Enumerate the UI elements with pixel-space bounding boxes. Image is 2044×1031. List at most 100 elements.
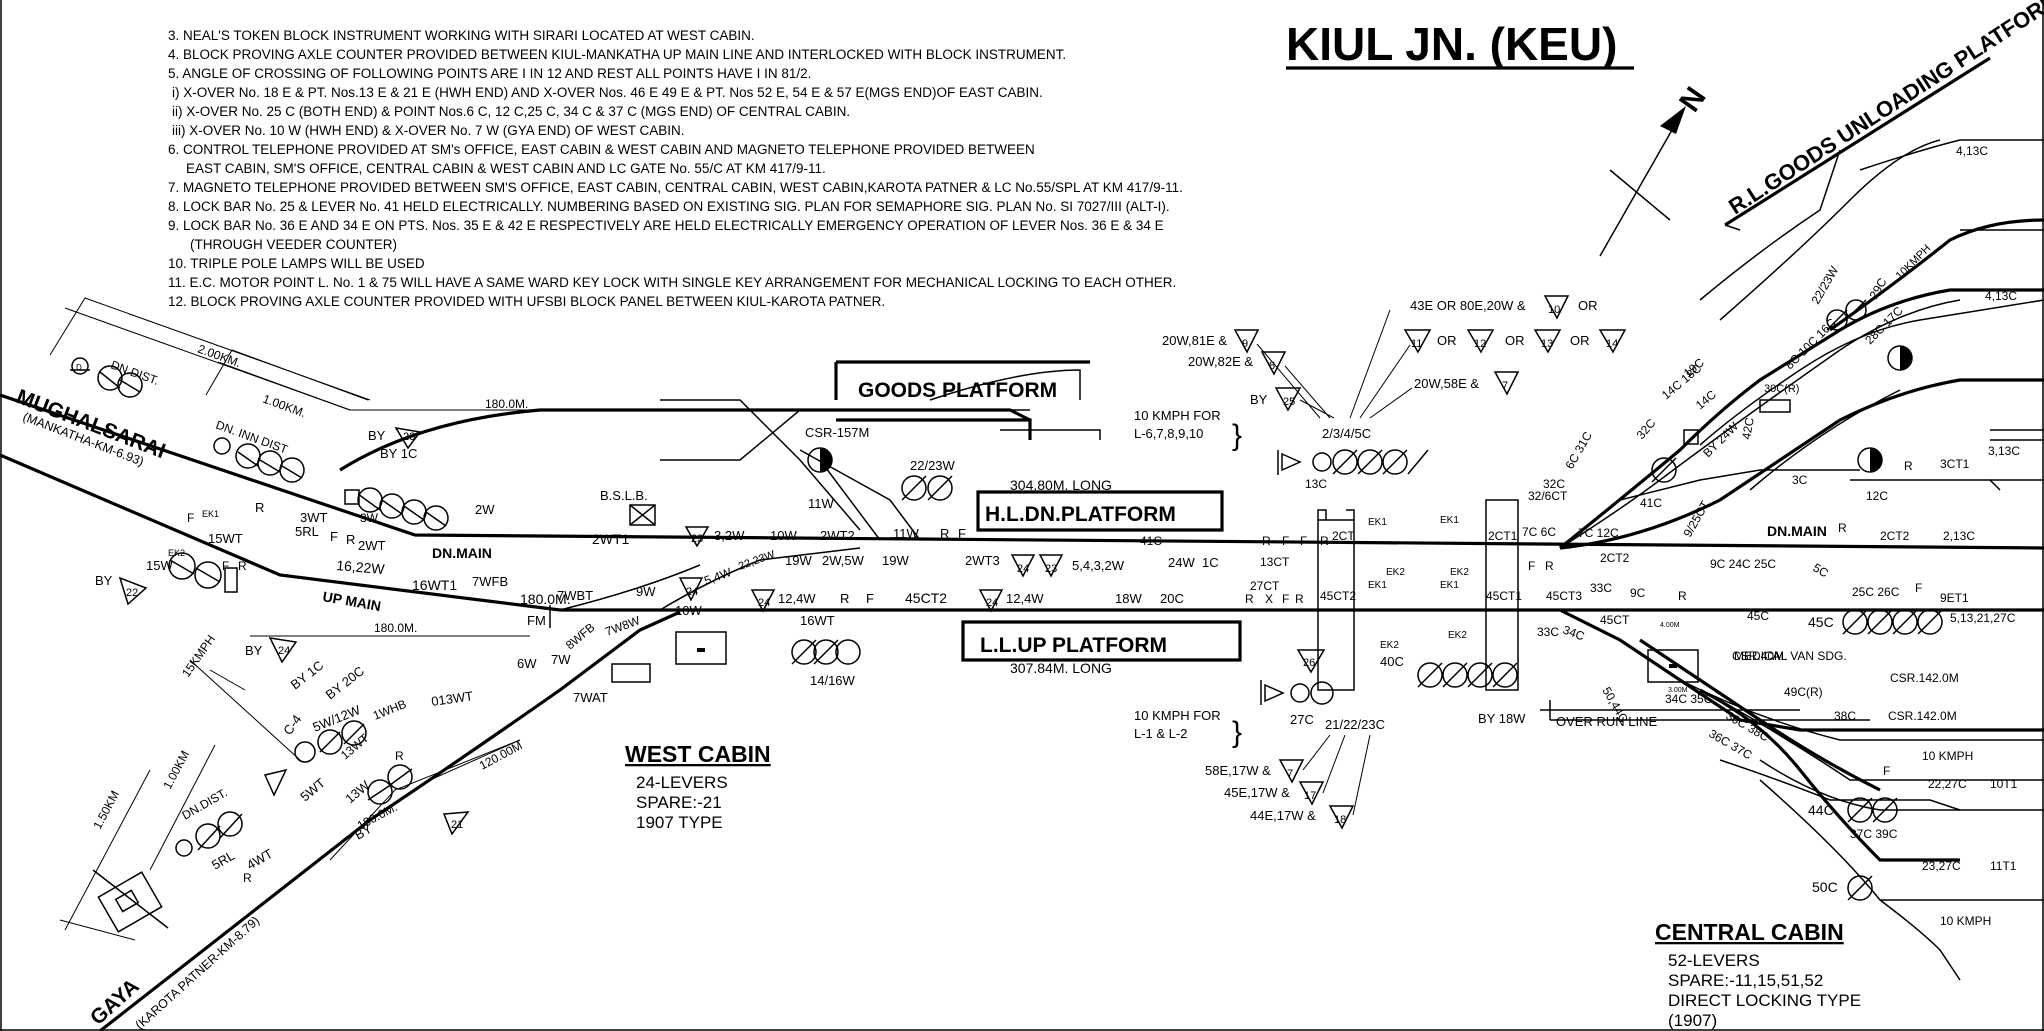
svg-text:L-6,7,8,9,10: L-6,7,8,9,10	[1134, 426, 1203, 441]
svg-text:F: F	[187, 511, 194, 525]
gaya-line-track	[99, 610, 681, 1031]
svg-text:1907 TYPE: 1907 TYPE	[636, 813, 723, 832]
svg-text:R: R	[1678, 589, 1687, 603]
svg-text:BY 1C: BY 1C	[380, 446, 417, 461]
svg-text:16,22W: 16,22W	[336, 557, 386, 577]
svg-text:1.50KM: 1.50KM	[90, 788, 122, 831]
svg-text:41C: 41C	[1140, 534, 1162, 548]
svg-text:10KMPH: 10KMPH	[1894, 242, 1934, 282]
svg-text:10 KMPH FOR: 10 KMPH FOR	[1134, 408, 1221, 423]
svg-text:BY 1C: BY 1C	[288, 658, 327, 693]
svg-text:R: R	[243, 871, 252, 885]
svg-text:OR: OR	[1570, 333, 1590, 348]
svg-text:R: R	[1545, 559, 1554, 573]
svg-text:180.0M.: 180.0M.	[374, 621, 417, 635]
svg-text:R: R	[1262, 534, 1271, 548]
svg-text:40C: 40C	[1380, 654, 1404, 669]
svg-text:19W: 19W	[785, 553, 812, 568]
svg-text:5WT: 5WT	[297, 775, 328, 804]
svg-text:2W,5W: 2W,5W	[822, 553, 865, 568]
svg-text:7C 6C: 7C 6C	[1522, 525, 1556, 539]
svg-text:33C: 33C	[1590, 581, 1612, 595]
svg-text:DN. INN DIST: DN. INN DIST	[214, 418, 290, 457]
svg-text:16WT1: 16WT1	[412, 577, 457, 593]
svg-text:3CT1: 3CT1	[1940, 457, 1970, 471]
rl-goods-platform-edge	[1724, 56, 1991, 227]
svg-text:F: F	[1915, 581, 1922, 595]
svg-text:DIRECT LOCKING TYPE: DIRECT LOCKING TYPE	[1668, 991, 1861, 1010]
svg-text:22: 22	[126, 587, 138, 599]
svg-text:10T1: 10T1	[1990, 777, 2018, 791]
svg-text:2WT2: 2WT2	[820, 528, 855, 543]
svg-text:9ET1: 9ET1	[1940, 591, 1969, 605]
rl-goods-platform-label: R.L.GOODS UNLOADING PLATFORM	[1724, 0, 2044, 219]
svg-text:4,13C: 4,13C	[1985, 289, 2017, 303]
svg-text:R: R	[840, 591, 849, 606]
svg-text:45CT: 45CT	[1600, 613, 1630, 627]
svg-text:F: F	[1282, 534, 1289, 548]
west-cabin-title: WEST CABIN	[625, 741, 771, 767]
goods-platform: GOODS PLATFORM	[834, 360, 1090, 440]
svg-text:EK2: EK2	[1386, 567, 1405, 578]
note-line: EAST CABIN, SM'S OFFICE, CENTRAL CABIN &…	[186, 161, 826, 176]
note-line: 5. ANGLE OF CROSSING OF FOLLOWING POINTS…	[168, 66, 811, 81]
svg-text:10 KMPH: 10 KMPH	[1940, 914, 1991, 928]
svg-text:24W: 24W	[1168, 555, 1195, 570]
svg-text:14/16W: 14/16W	[810, 673, 856, 688]
note-line: 8. LOCK BAR No. 25 & LEVER No. 41 HELD E…	[168, 199, 1170, 214]
svg-text:9: 9	[1242, 338, 1248, 350]
svg-text:24: 24	[1017, 563, 1029, 575]
svg-text:D: D	[76, 363, 82, 372]
svg-text:5RL: 5RL	[295, 524, 319, 539]
svg-text:43E OR 80E,20W &: 43E OR 80E,20W &	[1410, 298, 1526, 313]
svg-text:EK2: EK2	[1448, 630, 1467, 641]
svg-text:BY: BY	[95, 573, 113, 588]
svg-text:23: 23	[1045, 563, 1057, 575]
station-title: KIUL JN. (KEU)	[1286, 18, 1617, 70]
svg-text:F: F	[330, 529, 338, 544]
svg-text:37C 39C: 37C 39C	[1850, 827, 1898, 841]
note-line: 4. BLOCK PROVING AXLE COUNTER PROVIDED B…	[168, 47, 1066, 62]
svg-text:FM: FM	[527, 613, 546, 628]
note-line: iii) X-OVER No. 10 W (HWH END) & X-OVER …	[172, 123, 685, 138]
svg-text:16WT: 16WT	[800, 613, 835, 628]
note-line: 6. CONTROL TELEPHONE PROVIDED AT SM's OF…	[168, 142, 1035, 157]
svg-text:18W: 18W	[1115, 591, 1142, 606]
svg-text:34C: 34C	[1561, 623, 1587, 644]
svg-text:23: 23	[691, 533, 703, 545]
svg-text:32C: 32C	[1543, 477, 1565, 491]
note-line: 11. E.C. MOTOR POINT L. No. 1 & 75 WILL …	[168, 275, 1176, 290]
svg-text:OR: OR	[1505, 333, 1525, 348]
svg-text:F: F	[1300, 534, 1307, 548]
signals-central: 20W,81E & 9 20W,82E & 8 BY 25 43E OR 80E…	[1134, 295, 1687, 830]
svg-text:SPARE:-11,15,51,52: SPARE:-11,15,51,52	[1668, 971, 1823, 990]
svg-text:3,2W: 3,2W	[714, 528, 745, 543]
svg-text:F: F	[866, 591, 874, 606]
svg-text:OR: OR	[1578, 298, 1598, 313]
svg-text:9C 24C 25C: 9C 24C 25C	[1710, 557, 1776, 571]
svg-text:7WFB: 7WFB	[472, 574, 508, 589]
svg-text:C-4: C-4	[280, 712, 304, 738]
hl-dn-platform: H.L.DN.PLATFORM 304.80M. LONG	[976, 477, 1224, 532]
svg-text:20C: 20C	[1160, 591, 1184, 606]
dn-main-track	[0, 393, 2044, 550]
svg-text:CSR.40M.: CSR.40M.	[1732, 649, 1787, 663]
svg-text:24: 24	[686, 586, 698, 598]
svg-text:5,13,21,27C: 5,13,21,27C	[1950, 611, 2016, 625]
svg-text:58E,17W &: 58E,17W &	[1205, 763, 1271, 778]
svg-text:BY 18W: BY 18W	[1478, 711, 1526, 726]
svg-text:10: 10	[1548, 304, 1560, 316]
svg-text:12: 12	[1474, 338, 1486, 350]
svg-text:22/23W: 22/23W	[910, 458, 956, 473]
svg-text:DN.DIST.: DN.DIST.	[109, 358, 161, 388]
svg-text:5RL: 5RL	[209, 848, 237, 873]
svg-text:13: 13	[1541, 338, 1553, 350]
svg-text:42C: 42C	[1739, 416, 1757, 440]
svg-text:10W: 10W	[770, 528, 797, 543]
svg-text:10 KMPH: 10 KMPH	[1922, 749, 1973, 763]
svg-text:7: 7	[1502, 380, 1508, 392]
svg-text:23,27C: 23,27C	[1922, 859, 1961, 873]
svg-text:L-1 & L-2: L-1 & L-2	[1134, 726, 1187, 741]
svg-text:11: 11	[1411, 338, 1422, 350]
gaya-km-label: (KAROTA PATNER-KM-8.79)	[133, 914, 263, 1031]
